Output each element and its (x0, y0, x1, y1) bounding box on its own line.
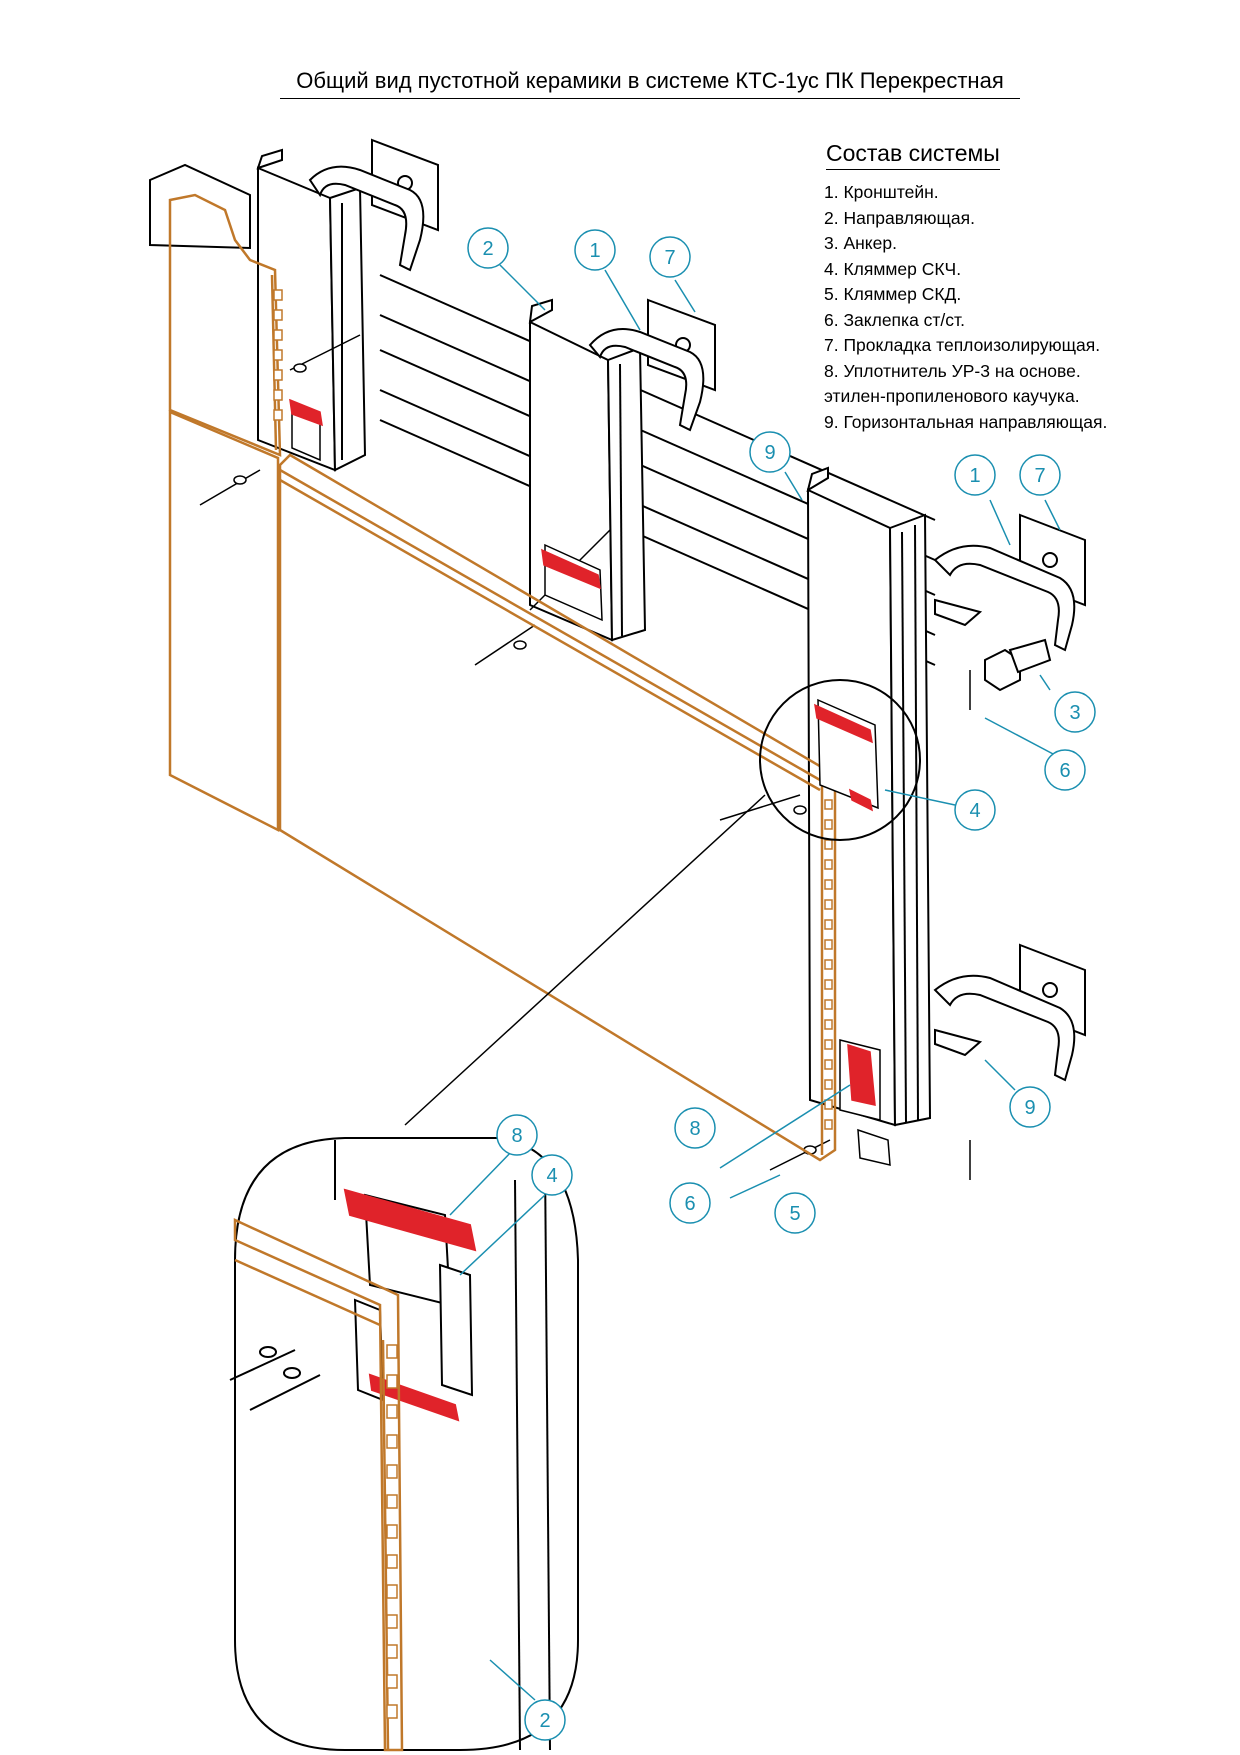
drawing-title: Общий вид пустотной керамики в системе К… (280, 68, 1020, 99)
bracket-right-lower (933, 943, 1086, 1082)
svg-text:8: 8 (689, 1118, 700, 1140)
composition-item: 6. Заклепка ст/ст. (824, 309, 965, 330)
callout-3-anchor: 3 (1054, 691, 1096, 733)
svg-text:3: 3 (1069, 702, 1080, 724)
callout-1-bracket: 1 (954, 454, 996, 496)
callout-7-pad: 7 (649, 236, 691, 278)
callout-5-clip: 5 (774, 1192, 816, 1234)
detail-view (229, 1136, 579, 1751)
svg-text:5: 5 (789, 1203, 800, 1225)
composition-item: 4. Кляммер СКЧ. (824, 258, 962, 279)
top-beam (149, 163, 251, 250)
detail-circle-marker (759, 679, 921, 841)
callout-8-seal: 8 (496, 1114, 538, 1156)
composition-item: 3. Анкер. (824, 233, 897, 253)
bracket-right-upper (933, 513, 1086, 652)
callout-1-bracket: 1 (574, 229, 616, 271)
svg-text:9: 9 (1024, 1097, 1035, 1119)
detail-tile (233, 1218, 404, 1752)
callout-2-guide: 2 (467, 227, 509, 269)
callout-leaders (449, 264, 1061, 1701)
svg-text:7: 7 (1034, 465, 1045, 487)
composition-list: 1. Кронштейн. 2. Направляющая. 3. Анкер.… (824, 180, 1107, 435)
tile-slots-left (273, 289, 283, 421)
composition-item: 5. Кляммер СКД. (824, 284, 962, 304)
callout-9-horizontal-rail: 9 (749, 431, 791, 473)
composition-item: 1. Кронштейн. (824, 182, 939, 202)
ceramic-tile-upper-left (168, 193, 282, 457)
svg-text:7: 7 (664, 247, 675, 269)
svg-text:4: 4 (969, 800, 980, 822)
callout-4-clip: 4 (954, 789, 996, 831)
bracket-top-middle (588, 298, 716, 432)
clip-middle (541, 543, 603, 622)
composition-item: 9. Горизонтальная направляющая. (824, 411, 1108, 432)
callout-9-horizontal-rail: 9 (1009, 1086, 1051, 1128)
detail-leader-line (404, 794, 766, 1126)
svg-text:8: 8 (511, 1125, 522, 1147)
composition-item: этилен-пропиленового каучука. (824, 386, 1080, 406)
callout-2-guide: 2 (524, 1699, 566, 1741)
svg-text:2: 2 (539, 1710, 550, 1732)
callouts: 2 1 7 9 1 7 3 6 4 8 9 6 5 8 4 2 (467, 227, 1096, 1741)
composition-item: 2. Направляющая. (824, 207, 975, 228)
bracket-top-left (308, 138, 439, 272)
svg-text:9: 9 (764, 442, 775, 464)
detail-tile-slots (386, 1344, 398, 1719)
clip-bottom (839, 1039, 891, 1166)
composition-item: 7. Прокладка теплоизолирующая. (824, 335, 1101, 355)
ceramic-tile-main (278, 453, 837, 1162)
callout-7-pad: 7 (1019, 454, 1061, 496)
composition-heading: Состав системы (826, 140, 1000, 170)
callout-6-rivet: 6 (669, 1182, 711, 1224)
clip-right-detail-area (814, 698, 879, 812)
anchor-bolt (984, 638, 1052, 692)
svg-text:6: 6 (1059, 760, 1070, 782)
svg-text:1: 1 (969, 465, 980, 487)
tile-slots-right (824, 799, 833, 1130)
svg-text:1: 1 (589, 240, 600, 262)
callout-8-seal: 8 (674, 1107, 716, 1149)
callout-4-clip: 4 (531, 1154, 573, 1196)
clip-top-left (289, 398, 323, 462)
svg-text:4: 4 (546, 1165, 557, 1187)
svg-text:2: 2 (482, 238, 493, 260)
callout-6-rivet: 6 (1044, 749, 1086, 791)
svg-text:6: 6 (684, 1193, 695, 1215)
ceramic-tile-lower-left (168, 410, 280, 833)
composition-item: 8. Уплотнитель УР-3 на основе. (824, 360, 1081, 381)
